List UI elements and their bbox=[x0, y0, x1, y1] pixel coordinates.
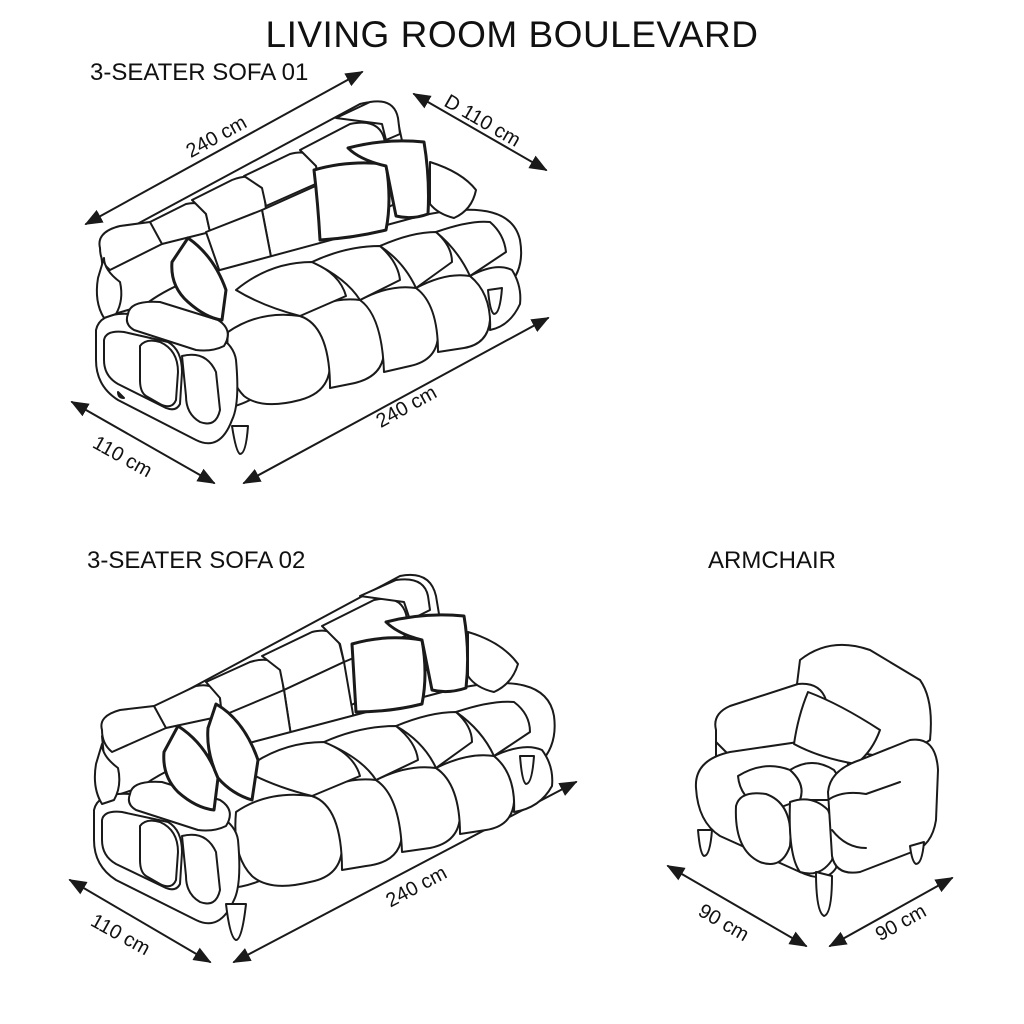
sofa-01-front-width-line bbox=[242, 317, 550, 484]
armchair-right-dim-line bbox=[828, 877, 954, 947]
sofa-01-depth-top-line bbox=[412, 93, 548, 171]
armchair-label: ARMCHAIR bbox=[708, 547, 837, 574]
sofa-02-side-depth-line bbox=[68, 879, 212, 963]
sofa-01-back-width-line bbox=[84, 71, 364, 225]
armchair-drawing bbox=[666, 643, 954, 947]
sofa-02-drawing bbox=[68, 574, 578, 963]
sofa-01-label: 3-SEATER SOFA 01 bbox=[90, 59, 309, 86]
sofa-02-label: 3-SEATER SOFA 02 bbox=[87, 547, 306, 574]
sofa-01-side-depth-line bbox=[70, 401, 216, 484]
sofa-01-drawing bbox=[70, 71, 550, 484]
armchair-left-dim-line bbox=[666, 865, 808, 947]
page-title: LIVING ROOM BOULEVARD bbox=[265, 14, 759, 55]
